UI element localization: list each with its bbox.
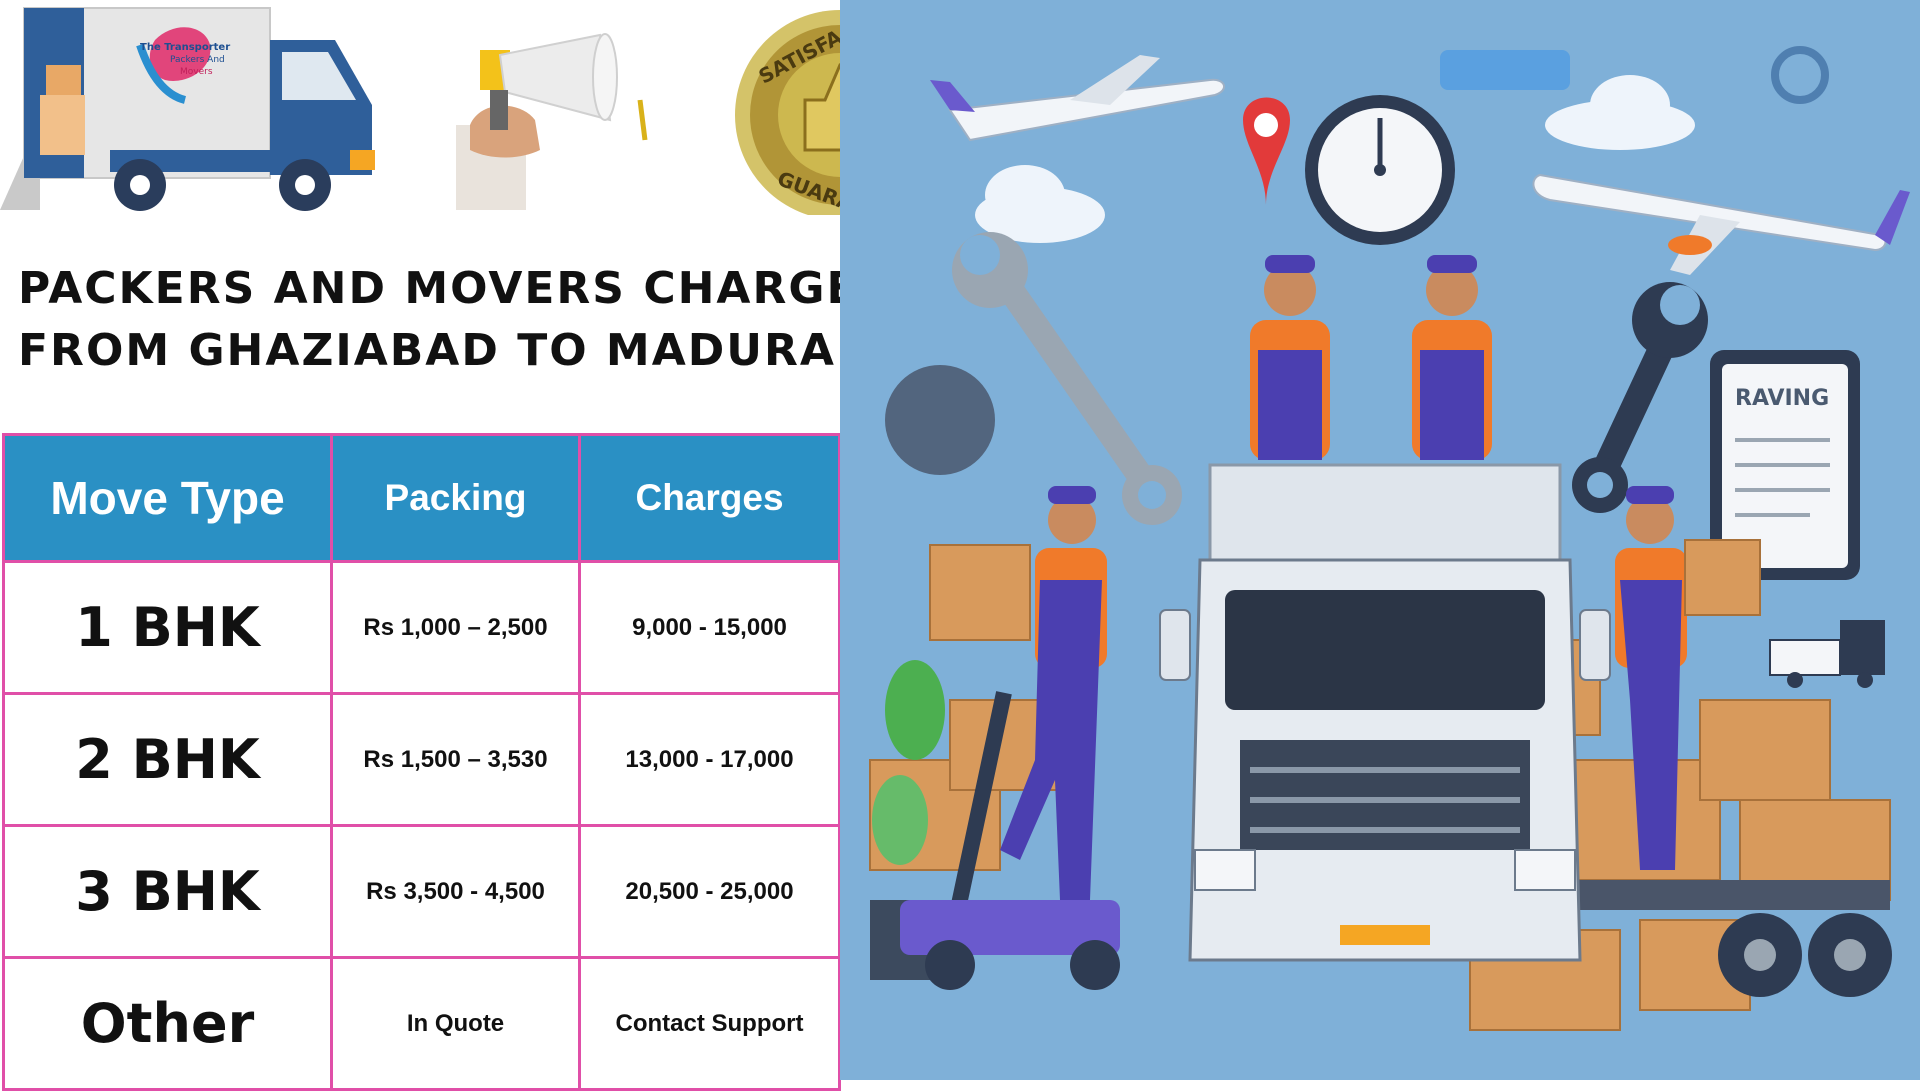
cell-charges: 9,000 - 15,000: [578, 560, 841, 695]
gear-icon: [1771, 46, 1829, 104]
forklift-icon: [900, 691, 1120, 990]
cell-move-type: 2 BHK: [2, 692, 333, 827]
svg-text:Movers: Movers: [180, 67, 213, 77]
cloud-icon: [975, 75, 1695, 243]
title-line-2: FROM GHAZIABAD TO MADURAI: [18, 325, 855, 376]
price-table: Move Type Packing Charges 1 BHK Rs 1,000…: [2, 433, 841, 1091]
cell-packing: In Quote: [330, 956, 581, 1091]
header-graphics: The Transporter Packers And Movers SATIS…: [0, 0, 840, 215]
moving-truck-icon: The Transporter Packers And Movers: [0, 7, 375, 211]
chat-bubble-icon: [1440, 50, 1570, 90]
cell-charges: Contact Support: [578, 956, 841, 1091]
worker-figure: [929, 486, 1107, 900]
table-row: 2 BHK Rs 1,500 – 3,530 13,000 - 17,000: [2, 692, 841, 827]
refresh-icon: [885, 365, 995, 475]
airplane-icon: [930, 55, 1225, 142]
location-pin-icon: [1243, 97, 1290, 205]
worker-figure: [1250, 255, 1330, 460]
svg-text:The Transporter: The Transporter: [140, 42, 230, 53]
table-header-row: Move Type Packing Charges: [2, 433, 841, 563]
table-row: 3 BHK Rs 3,500 - 4,500 20,500 - 25,000: [2, 824, 841, 959]
clock-icon: [1305, 95, 1455, 245]
worker-figure: [1412, 255, 1492, 460]
cell-charges: 13,000 - 17,000: [578, 692, 841, 827]
satisfaction-guarantee-badge: SATISFACTION GUARANTEE: [735, 0, 840, 215]
megaphone-icon: [456, 33, 648, 210]
title-line-1: PACKERS AND MOVERS CHARGES: [18, 263, 893, 314]
page-title: PACKERS AND MOVERS CHARGES FROM GHAZIABA…: [18, 258, 893, 382]
movers-illustration: RAVING: [840, 0, 1920, 1080]
clipboard-icon: RAVING: [1710, 350, 1860, 580]
cell-packing: Rs 1,000 – 2,500: [330, 560, 581, 695]
cell-charges: 20,500 - 25,000: [578, 824, 841, 959]
small-truck-icon: [1769, 620, 1885, 688]
cell-move-type: 1 BHK: [2, 560, 333, 695]
svg-text:RAVING: RAVING: [1735, 386, 1829, 411]
pricing-panel: The Transporter Packers And Movers SATIS…: [0, 0, 893, 1091]
table-row: Other In Quote Contact Support: [2, 956, 841, 1091]
svg-text:Packers And: Packers And: [170, 55, 225, 65]
cell-packing: Rs 1,500 – 3,530: [330, 692, 581, 827]
cell-move-type: Other: [2, 956, 333, 1091]
cell-move-type: 3 BHK: [2, 824, 333, 959]
table-row: 1 BHK Rs 1,000 – 2,500 9,000 - 15,000: [2, 560, 841, 695]
wrench-icon: [952, 232, 1182, 525]
airplane-icon: [1532, 173, 1910, 275]
worker-figure: [1615, 486, 1761, 870]
header-packing: Packing: [330, 433, 581, 563]
header-move-type: Move Type: [2, 433, 333, 563]
cell-packing: Rs 3,500 - 4,500: [330, 824, 581, 959]
delivery-truck-icon: [1159, 463, 1611, 962]
illustration-canvas: RAVING: [869, 46, 1910, 1031]
header-charges: Charges: [578, 433, 841, 563]
wrench-icon: [1572, 282, 1708, 513]
